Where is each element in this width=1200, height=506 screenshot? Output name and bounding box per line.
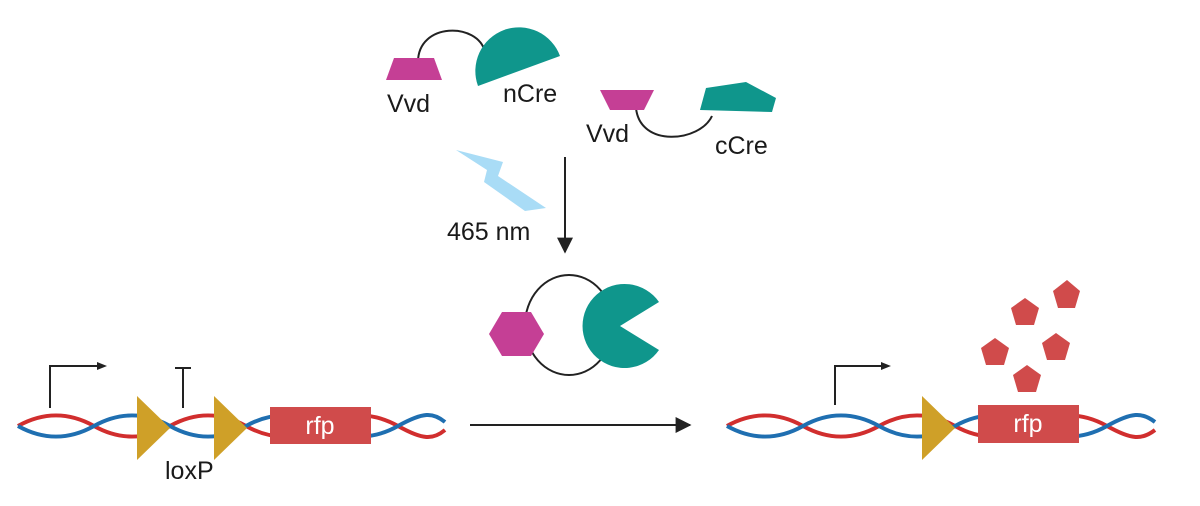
dna-after-recombination: rfp <box>726 280 1157 460</box>
rfp-label-before: rfp <box>305 412 334 440</box>
ncre-shape <box>475 27 560 87</box>
vvd-shape <box>386 58 442 80</box>
vvd-label-1: Vvd <box>387 90 430 118</box>
ccre-label: cCre <box>715 132 768 160</box>
rfp-protein <box>1013 365 1041 392</box>
dna-strand-blue <box>726 413 1157 439</box>
vvd-ncre-construct: Vvd nCre <box>386 27 560 118</box>
loxp-site-remaining <box>922 396 955 460</box>
rfp-protein <box>1011 298 1039 325</box>
promoter-arrow-icon <box>834 362 891 405</box>
dna-before-recombination: rfp loxP <box>17 362 447 485</box>
linker-curve <box>635 107 713 138</box>
reconstituted-cre <box>489 274 659 376</box>
rfp-protein <box>1053 280 1080 308</box>
ccre-shape <box>700 82 776 112</box>
terminator-icon <box>175 367 191 408</box>
rfp-protein <box>1042 333 1070 360</box>
dna-strand-blue <box>17 413 447 439</box>
rfp-protein <box>981 338 1009 365</box>
vvd-label-2: Vvd <box>586 120 629 148</box>
wavelength-label: 465 nm <box>447 218 530 246</box>
linker-curve <box>417 29 486 63</box>
light-bolt-icon <box>456 150 546 211</box>
loxp-site-1 <box>137 396 170 460</box>
promoter-arrow-icon <box>49 362 107 408</box>
rfp-label-after: rfp <box>1013 410 1042 438</box>
rfp-gene-box <box>270 407 371 444</box>
vvd-ccre-construct: Vvd cCre <box>586 82 776 160</box>
loxp-site-2 <box>214 396 247 460</box>
ncre-label: nCre <box>503 80 557 108</box>
loxp-label: loxP <box>165 457 214 485</box>
rfp-protein-cluster <box>981 280 1080 392</box>
vvd-hexagon <box>489 312 544 356</box>
vvd-shape <box>600 90 654 110</box>
cre-pacman <box>582 284 659 368</box>
rfp-gene-box <box>978 405 1079 443</box>
